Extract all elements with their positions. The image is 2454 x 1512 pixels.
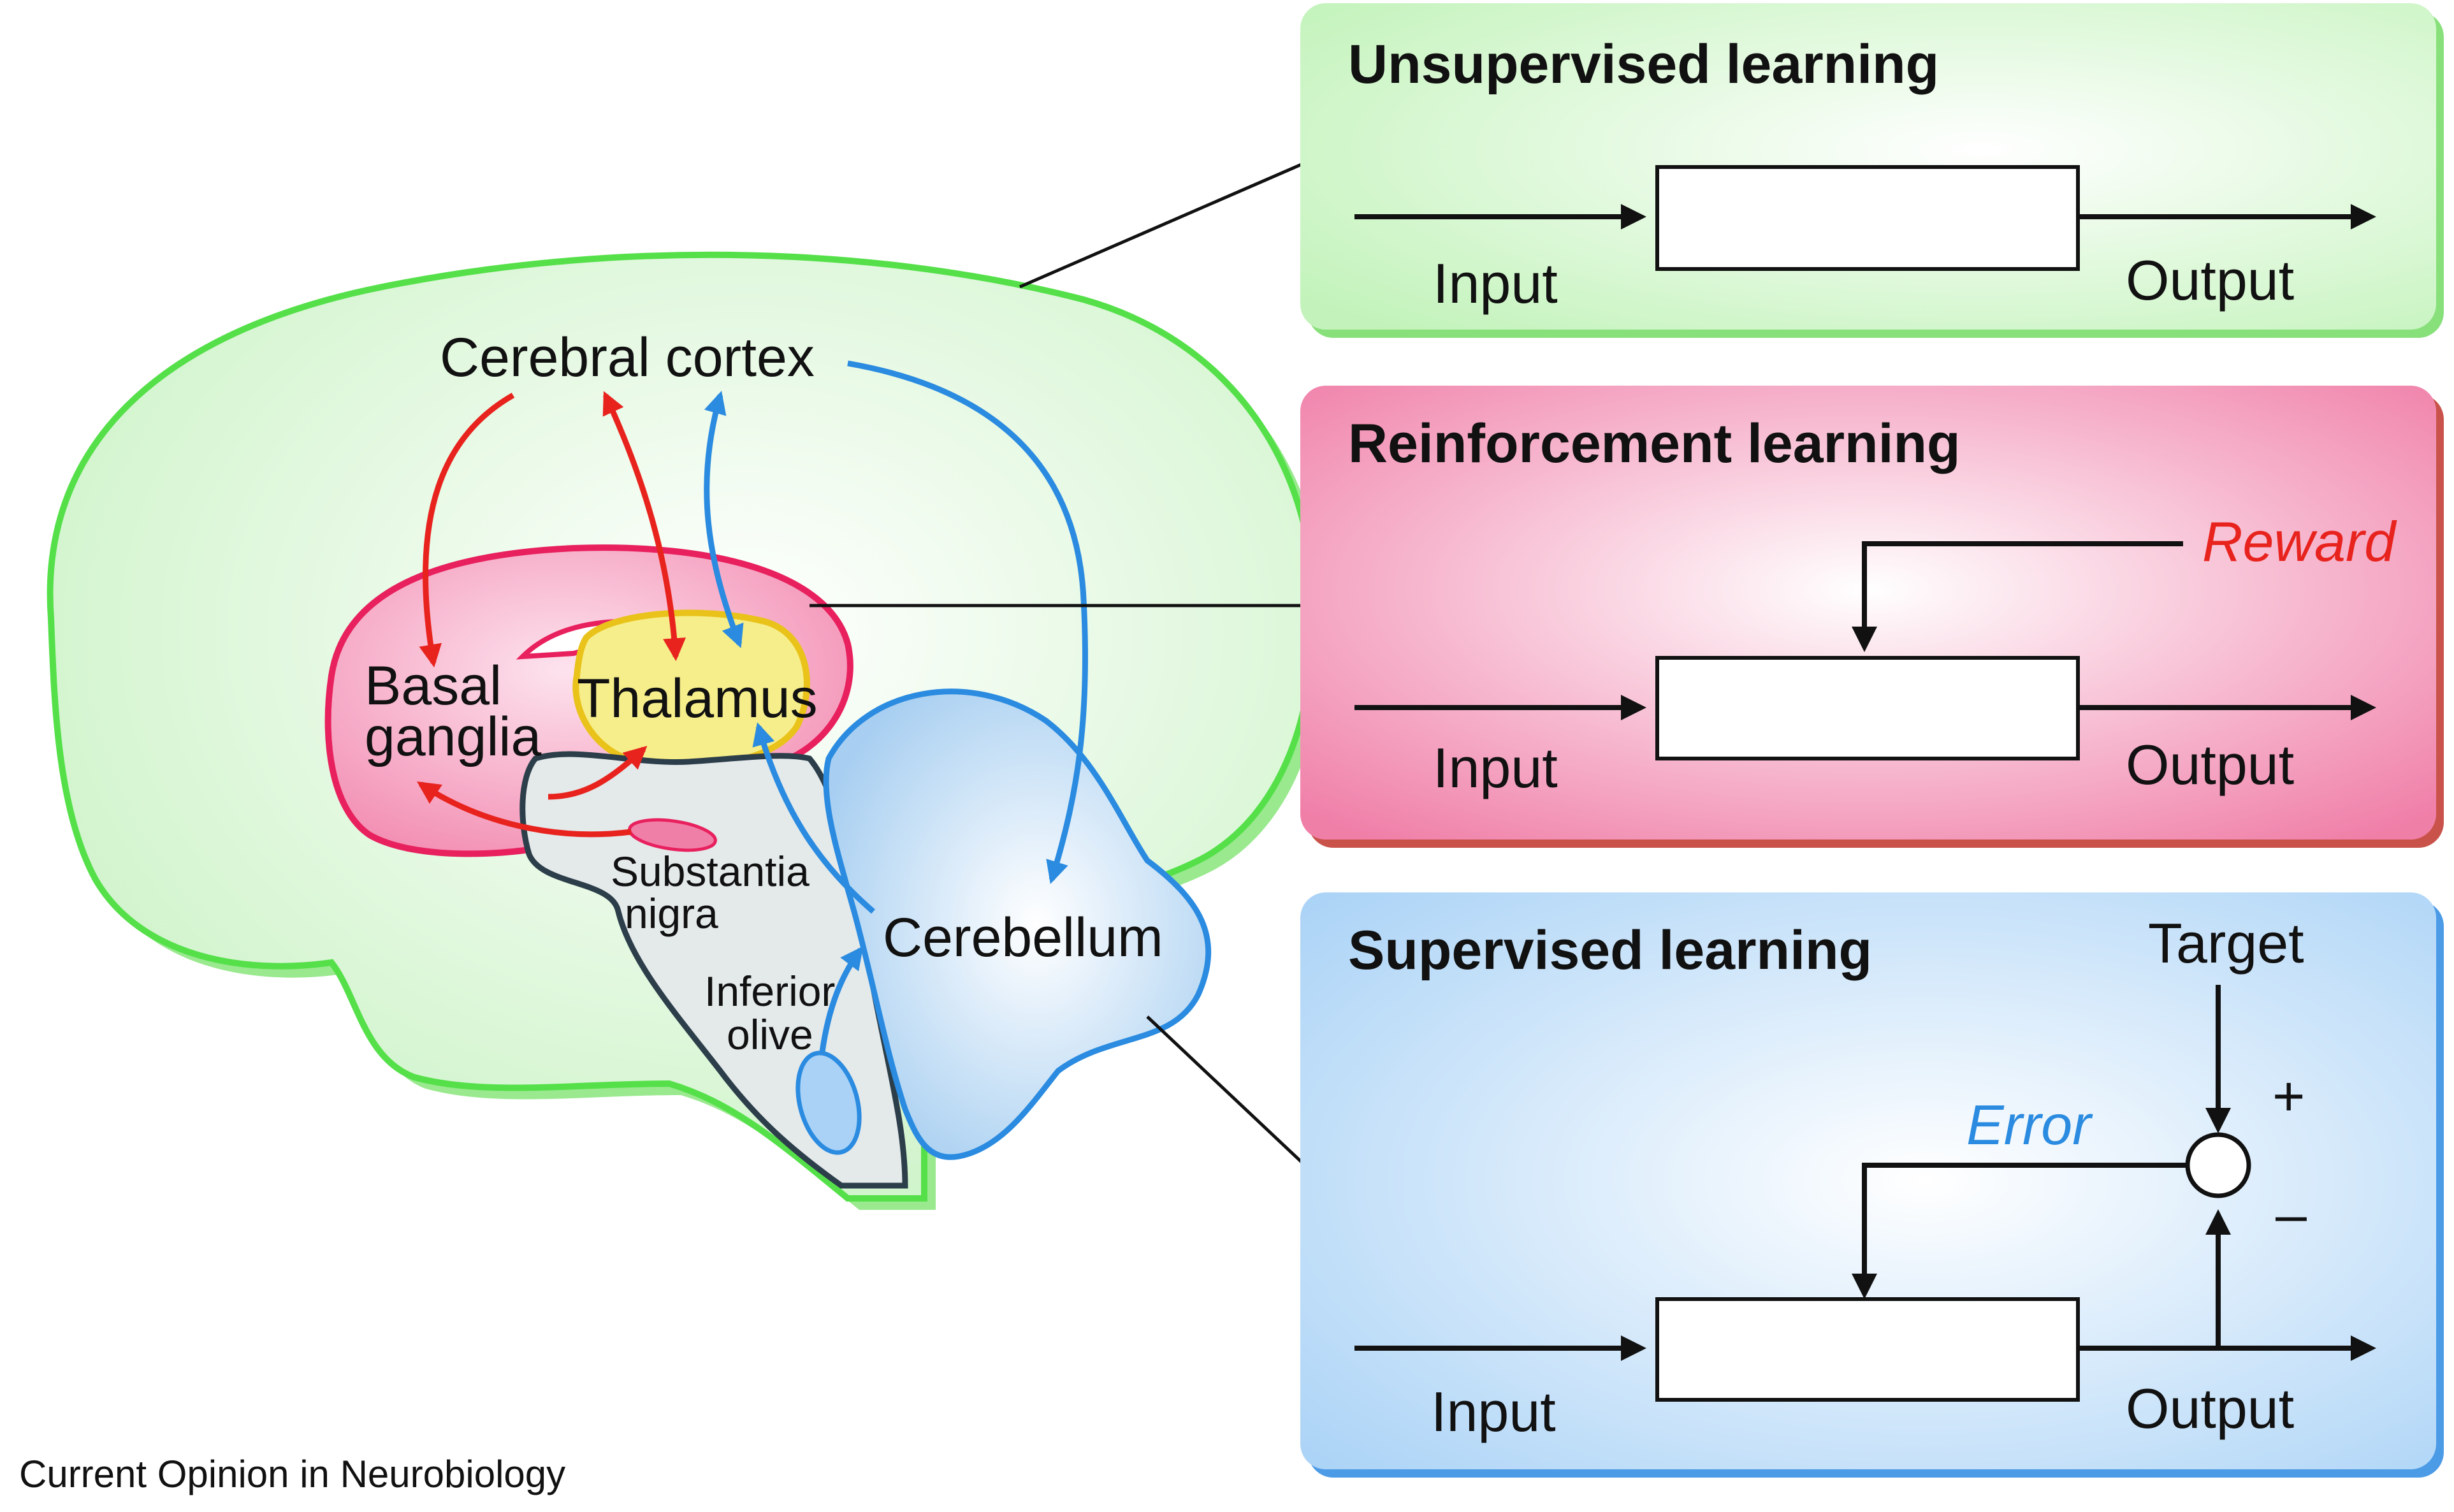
cortex-to-cerebellum-arrow: [847, 360, 1089, 884]
cerebellum-to-thalamus-arrow: [752, 722, 875, 914]
brain-illustration: Cerebral cortex Basal ganglia Thalamus S…: [47, 251, 1326, 1210]
thalamus-cortex-arrow: [602, 391, 686, 662]
supervised-learner-box: [1655, 1297, 2080, 1402]
substantia-nigra: [628, 818, 717, 852]
substantia-nigra-label-line2: nigra: [625, 890, 718, 937]
unsupervised-learning-panel: Unsupervised learning Input Output: [1300, 3, 2444, 338]
substantia-nigra-label-line1: Substantia: [611, 848, 810, 895]
supervised-learning-panel: Supervised learning Target + – Error Inp…: [1300, 892, 2444, 1478]
cortex-to-basal-ganglia-arrow: [419, 393, 515, 668]
reinforcement-learning-panel: Reinforcement learning Reward Input Outp…: [1300, 386, 2444, 848]
supervised-output-label: Output: [2126, 1377, 2294, 1440]
basal-ganglia-label-line2: ganglia: [365, 706, 542, 767]
basal-ganglia-label-line1: Basal: [365, 655, 502, 716]
inferior-olive-label-line2: olive: [727, 1011, 813, 1058]
target-label: Target: [2148, 912, 2304, 975]
inferior-olive-label-line1: Inferior: [704, 968, 835, 1015]
error-label: Error: [1966, 1093, 2093, 1156]
unsupervised-learner-box: [1655, 165, 2080, 271]
connector-unsupervised: [1019, 157, 1314, 289]
cerebellum: [823, 688, 1212, 1160]
source-credit: Current Opinion in Neurobiology: [19, 1453, 566, 1495]
error-arrow: [1852, 1163, 2188, 1299]
reinforcement-input-label: Input: [1433, 736, 1558, 799]
reinforcement-output-label: Output: [2126, 733, 2294, 796]
inferior-olive-to-cerebellum-arrow: [819, 946, 864, 1052]
cerebellum-label: Cerebellum: [883, 907, 1163, 968]
reinforcement-title: Reinforcement learning: [1348, 413, 1961, 474]
plus-sign: +: [2272, 1065, 2305, 1128]
connector-supervised: [1146, 1015, 1314, 1174]
reinforcement-learner-box: [1655, 656, 2080, 760]
inferior-olive: [795, 1050, 862, 1155]
minus-sign: –: [2276, 1182, 2307, 1246]
substantia-nigra-to-basal-ganglia-arrow: [417, 781, 632, 838]
comparator-circle: [2185, 1132, 2251, 1198]
cerebral-cortex-label: Cerebral cortex: [440, 327, 815, 388]
unsupervised-input-label: Input: [1433, 252, 1558, 315]
unsupervised-output-label: Output: [2126, 249, 2294, 312]
basal-ganglia-to-thalamus-arrow: [548, 746, 648, 800]
reward-arrow: [1852, 541, 2183, 652]
reward-label: Reward: [2202, 510, 2397, 573]
thalamus-cortex-blue-arrow: [704, 391, 744, 648]
unsupervised-title: Unsupervised learning: [1348, 34, 1939, 95]
supervised-title: Supervised learning: [1348, 920, 1872, 981]
supervised-input-label: Input: [1431, 1380, 1556, 1443]
thalamus-label: Thalamus: [577, 668, 818, 729]
